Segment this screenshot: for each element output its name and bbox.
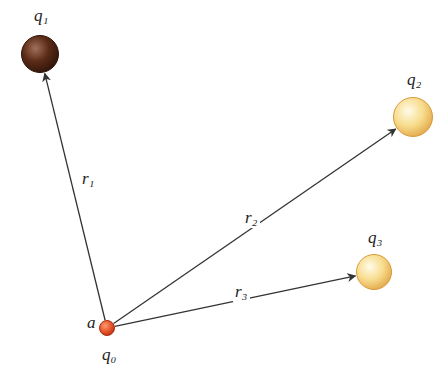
charge-sphere [356,254,392,290]
charge-sphere [393,97,433,137]
position-vector [45,73,105,320]
charge-label: q₀ [102,346,116,365]
vector-label: r₁ [80,170,97,189]
point-charge: q₂ [393,97,433,137]
test-charge: aq₀ [99,320,115,336]
charge-label: q₂ [407,71,421,90]
point-label: a [87,314,96,333]
charge-sphere [99,320,115,336]
position-vector [115,276,356,326]
position-vector [114,129,396,324]
point-charge: q₁ [21,35,59,73]
vector-label: r₂ [243,209,260,228]
charge-label: q₁ [34,7,48,26]
charge-label: q₃ [368,229,382,248]
charge-sphere [21,35,59,73]
vector-label: r₃ [233,283,250,302]
point-charge: q₃ [356,254,392,290]
